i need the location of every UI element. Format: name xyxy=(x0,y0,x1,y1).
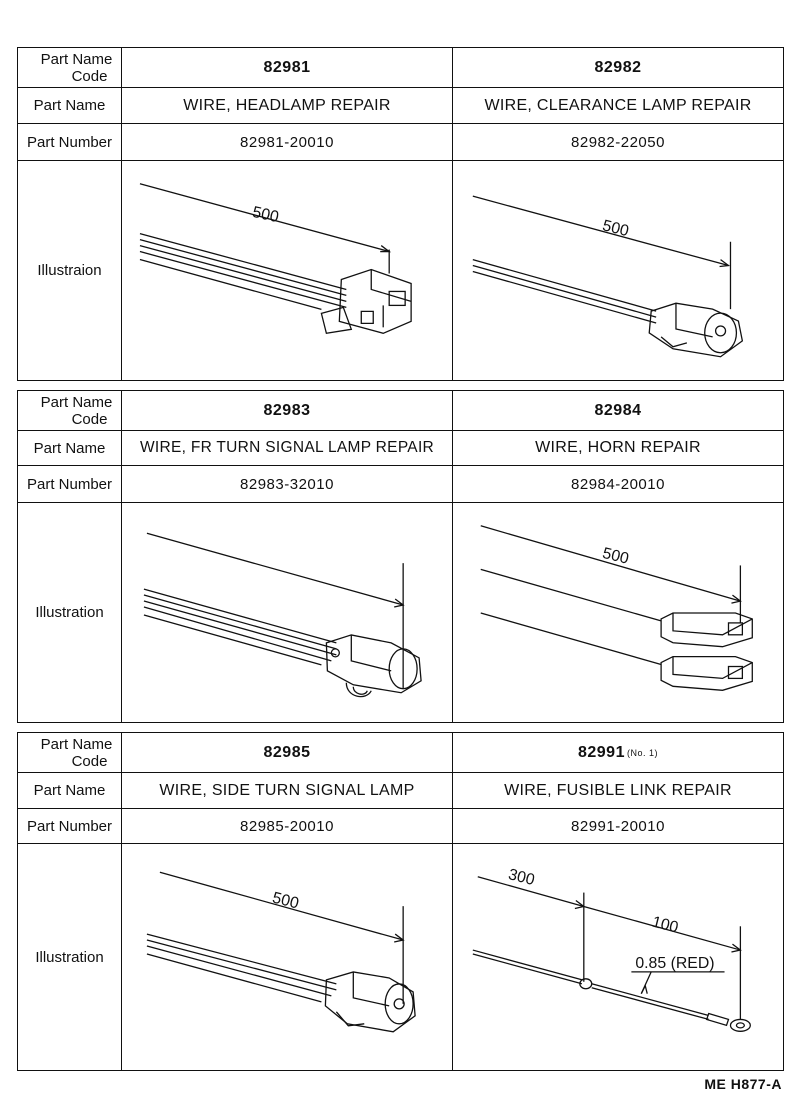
part-code: 82984 xyxy=(594,401,642,419)
part-name-label: Part Name xyxy=(18,88,122,123)
number-row: Part Number 82985-20010 82991-20010 xyxy=(18,809,783,844)
horn-wire-illustration: 500 xyxy=(453,503,783,722)
illustration-row: Illustraion 500 xyxy=(18,161,783,380)
number-row: Part Number 82983-32010 82984-20010 xyxy=(18,466,783,503)
dimension-label: 500 xyxy=(251,204,281,226)
dimension-label: 500 xyxy=(601,545,631,568)
name-row: Part Name WIRE, HEADLAMP REPAIR WIRE, CL… xyxy=(18,88,783,124)
part-name: WIRE, HEADLAMP REPAIR xyxy=(122,88,453,123)
dimension-label: 100 xyxy=(650,914,680,937)
dimension-label: 300 xyxy=(507,866,537,889)
part-code: 82991(No. 1) xyxy=(577,743,658,761)
code-label: Part Name Code xyxy=(18,48,122,87)
part-number: 82983-32010 xyxy=(122,466,453,502)
part-number: 82981-20010 xyxy=(122,124,453,160)
illustration-row: Illustration xyxy=(18,503,783,722)
code-label: Part Name Code xyxy=(18,733,122,772)
part-code: 82982 xyxy=(594,58,642,76)
part-number: 82991-20010 xyxy=(571,817,665,835)
part-code: 82985 xyxy=(122,733,453,772)
illustration-row: Illustration 500 xyxy=(18,844,783,1070)
code-row: Part Name Code 82983 82984 xyxy=(18,391,783,431)
headlamp-wire-illustration: 500 xyxy=(122,161,453,380)
part-number-label: Part Number xyxy=(18,124,122,160)
number-row: Part Number 82981-20010 82982-22050 xyxy=(18,124,783,161)
clearance-lamp-wire-illustration: 500 xyxy=(453,161,783,380)
part-name: WIRE, FR TURN SIGNAL LAMP REPAIR xyxy=(122,431,453,465)
illustration-label: Illustraion xyxy=(18,161,122,380)
part-number: 82984-20010 xyxy=(571,475,665,493)
part-name: WIRE, HORN REPAIR xyxy=(535,439,701,456)
part-code: 82981 xyxy=(122,48,453,87)
figure-code: ME H877-A xyxy=(704,1076,782,1092)
part-number: 82985-20010 xyxy=(122,809,453,843)
dimension-label: 0.85 (RED) xyxy=(635,955,714,972)
fr-turn-signal-wire-illustration xyxy=(122,503,453,722)
code-label: Part Name Code xyxy=(18,391,122,430)
name-row: Part Name WIRE, FR TURN SIGNAL LAMP REPA… xyxy=(18,431,783,466)
part-name-label: Part Name xyxy=(18,773,122,808)
part-number: 82982-22050 xyxy=(571,133,665,151)
part-number-label: Part Number xyxy=(18,809,122,843)
illustration-label: Illustration xyxy=(18,844,122,1070)
side-turn-signal-wire-illustration: 500 xyxy=(122,844,453,1070)
code-row: Part Name Code 82981 82982 xyxy=(18,48,783,88)
code-row: Part Name Code 82985 82991(No. 1) xyxy=(18,733,783,773)
part-number-label: Part Number xyxy=(18,466,122,502)
parts-table-1: Part Name Code 82981 82982 Part Name WIR… xyxy=(17,47,784,381)
code-note: (No. 1) xyxy=(626,747,658,758)
part-code: 82983 xyxy=(122,391,453,430)
dimension-label: 500 xyxy=(271,890,301,913)
part-name-label: Part Name xyxy=(18,431,122,465)
parts-table-2: Part Name Code 82983 82984 Part Name WIR… xyxy=(17,390,784,723)
part-name: WIRE, FUSIBLE LINK REPAIR xyxy=(504,781,732,799)
dimension-label: 500 xyxy=(601,217,631,240)
part-name: WIRE, SIDE TURN SIGNAL LAMP xyxy=(122,773,453,808)
illustration-label: Illustration xyxy=(18,503,122,722)
parts-table-3: Part Name Code 82985 82991(No. 1) Part N… xyxy=(17,732,784,1071)
name-row: Part Name WIRE, SIDE TURN SIGNAL LAMP WI… xyxy=(18,773,783,809)
fusible-link-wire-illustration: 300 100 0.85 (RED) xyxy=(453,844,783,1070)
part-name: WIRE, CLEARANCE LAMP REPAIR xyxy=(484,96,752,114)
